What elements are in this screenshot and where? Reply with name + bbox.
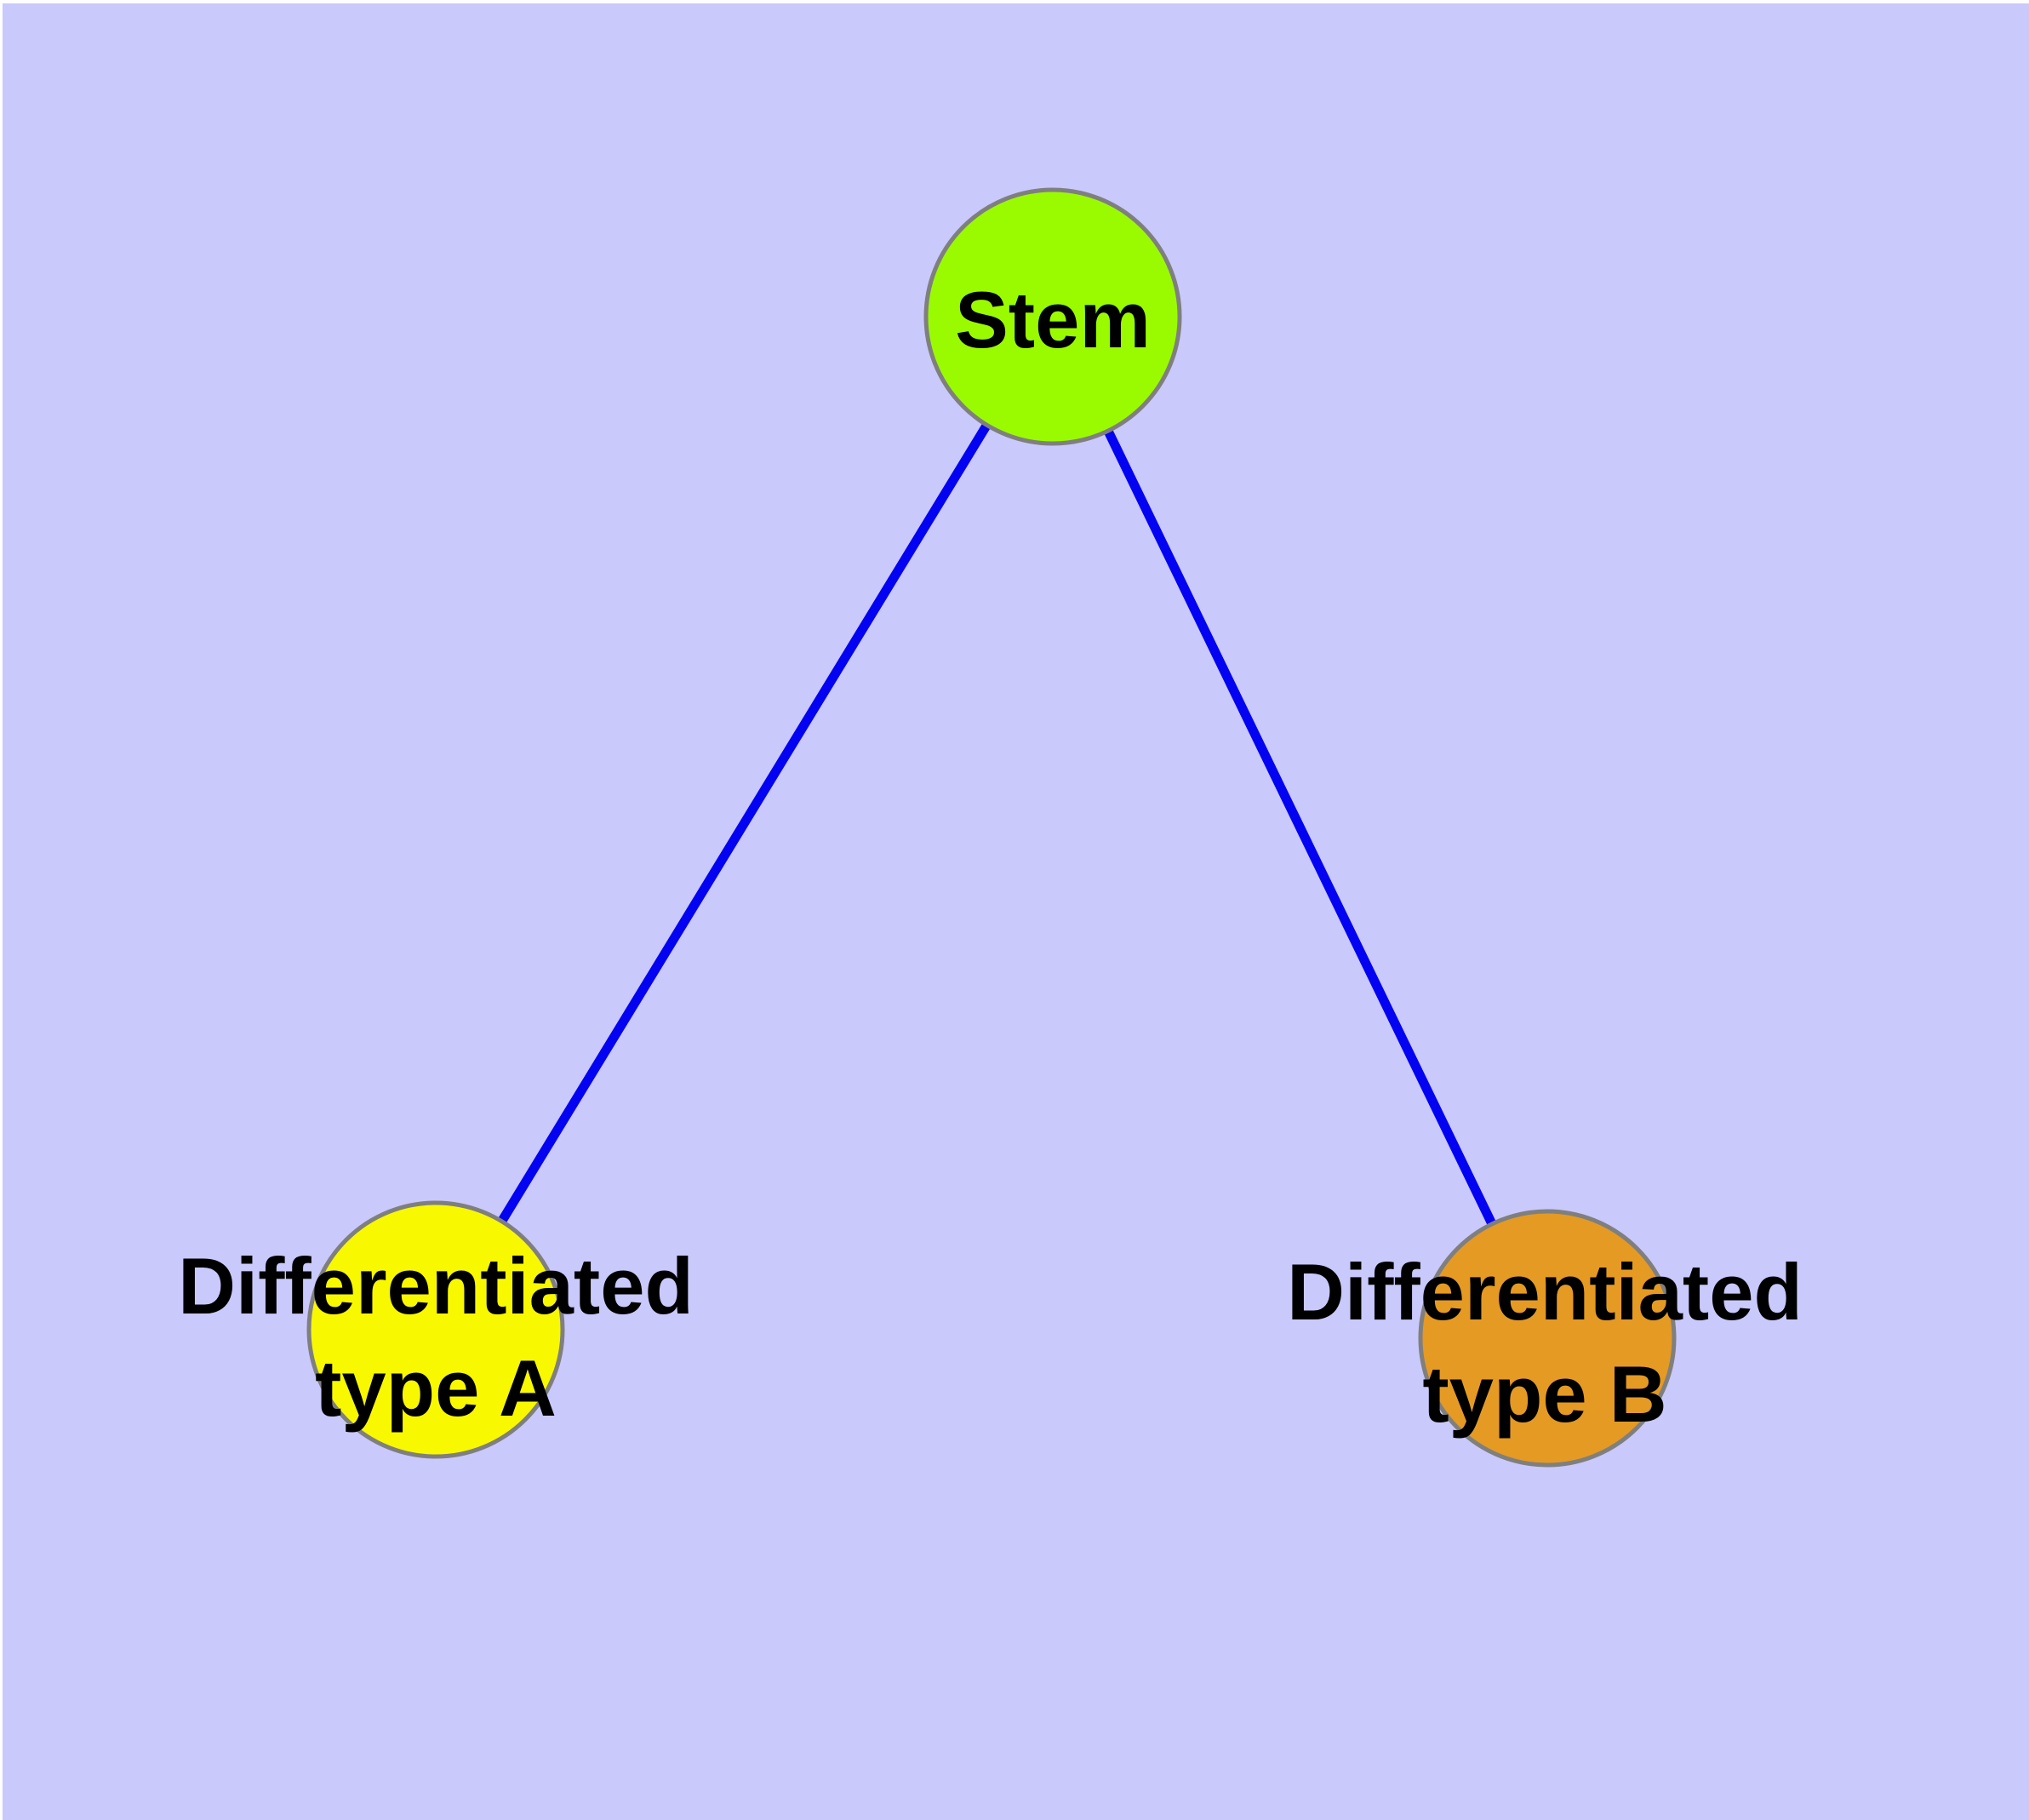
node-type-a-label-line-1: Differentiated (178, 1241, 694, 1331)
node-type-a-label-line-2: type A (315, 1343, 557, 1433)
node-type-b-label-line-1: Differentiated (1287, 1247, 1803, 1336)
edge-stem-to-type-a (432, 314, 1057, 1332)
node-type-b (1418, 1209, 1677, 1468)
edge-stem-to-type-b (1049, 314, 1552, 1341)
node-type-a (306, 1200, 565, 1459)
node-stem (923, 187, 1182, 446)
node-stem-label: Stem (955, 275, 1151, 364)
node-type-b-label-line-2: type B (1422, 1349, 1666, 1439)
